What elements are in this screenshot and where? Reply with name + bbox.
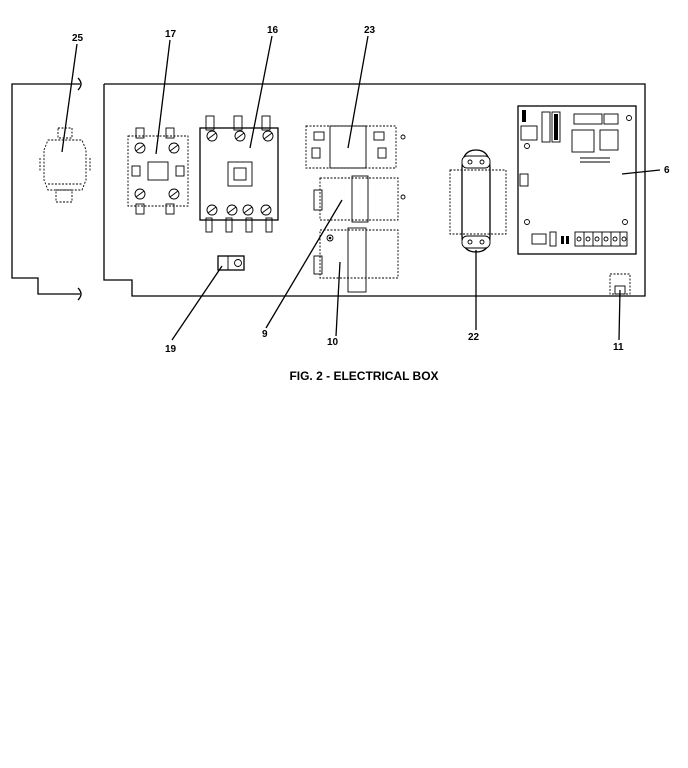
control-board-6	[517, 105, 637, 255]
box-door-outline	[11, 77, 82, 301]
relay-23	[305, 125, 406, 169]
callout-labels: 25 17 16 23 6 19 9 10 22 11	[72, 25, 670, 355]
ground-lug-19	[217, 255, 245, 271]
transformer-22	[449, 149, 507, 253]
callout-11: 11	[613, 342, 624, 353]
callout-9: 9	[262, 329, 268, 340]
electrical-box-panel	[103, 83, 646, 297]
callout-17: 17	[165, 29, 177, 40]
component-10	[313, 227, 399, 293]
callout-19: 19	[165, 344, 177, 355]
contactor-16	[199, 115, 279, 233]
contactor-17	[127, 127, 189, 215]
callout-10: 10	[327, 337, 339, 348]
callout-22: 22	[468, 332, 480, 343]
fuse-holder-25	[39, 127, 91, 203]
leader-lines	[61, 35, 661, 341]
callout-6: 6	[664, 165, 670, 176]
component-9	[313, 175, 406, 223]
callout-23: 23	[364, 25, 376, 36]
figure-caption: FIG. 2 - ELECTRICAL BOX	[289, 369, 438, 383]
callout-25: 25	[72, 33, 84, 44]
callout-16: 16	[267, 25, 279, 36]
